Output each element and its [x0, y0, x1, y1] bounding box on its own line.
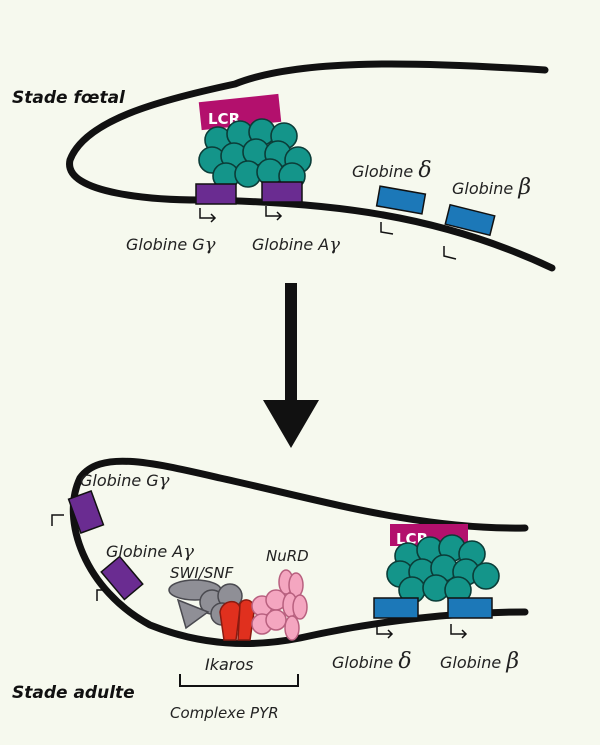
adult-delta-promoter-arrow	[376, 624, 394, 639]
adult-a-gamma-blocked-promoter	[96, 589, 108, 601]
adult-delta-gene	[373, 597, 419, 619]
fetal-delta-label: Globine δ	[352, 158, 432, 183]
adult-beta-promoter-arrow	[450, 624, 468, 639]
fetal-beta-gene	[444, 203, 496, 237]
adult-stage-label: Stade adulte	[12, 683, 135, 703]
adult-beta-gene	[447, 597, 493, 619]
fetal-g-gamma-gene	[195, 183, 237, 205]
fetal-lcr-protein-cluster	[198, 118, 312, 190]
fetal-g-gamma-label: Globine Gγ	[126, 234, 216, 255]
fetal-stage-label: Stade fœtal	[12, 88, 126, 108]
pyr-complex-label: Complexe PYR	[170, 704, 279, 722]
adult-g-gamma-label: Globine Gγ	[80, 470, 170, 491]
adult-a-gamma-gene	[100, 555, 144, 601]
fetal-a-gamma-gene	[261, 181, 303, 203]
fetal-g-gamma-promoter-arrow	[199, 208, 217, 223]
ikaros-protein	[219, 599, 255, 641]
fetal-a-gamma-label: Globine Aγ	[252, 234, 340, 255]
stage-transition-arrow	[263, 283, 319, 448]
adult-delta-label: Globine δ	[332, 649, 412, 674]
adult-beta-label: Globine β	[440, 649, 519, 674]
adult-g-gamma-blocked-promoter	[51, 514, 64, 526]
pyr-complex-bracket	[179, 674, 299, 687]
fetal-beta-blocked-promoter	[443, 246, 457, 260]
fetal-stage-panel: Stade fœtal LCR	[12, 60, 556, 272]
adult-lcr-protein-cluster	[386, 534, 500, 604]
fetal-delta-gene	[375, 185, 427, 215]
fetal-dna-strand	[66, 60, 556, 272]
nurd-complex	[251, 569, 308, 641]
adult-stage-panel: Stade adulte	[12, 457, 529, 722]
fetal-delta-blocked-promoter	[380, 222, 394, 235]
swi-snf-label: SWI/SNF	[170, 564, 234, 582]
adult-g-gamma-gene	[67, 490, 105, 534]
ikaros-label: Ikaros	[205, 655, 254, 674]
adult-a-gamma-label: Globine Aγ	[106, 541, 194, 562]
nurd-label: NuRD	[266, 547, 309, 565]
adult-dna-strand	[69, 457, 529, 648]
fetal-a-gamma-promoter-arrow	[265, 206, 283, 221]
fetal-beta-label: Globine β	[452, 175, 531, 200]
